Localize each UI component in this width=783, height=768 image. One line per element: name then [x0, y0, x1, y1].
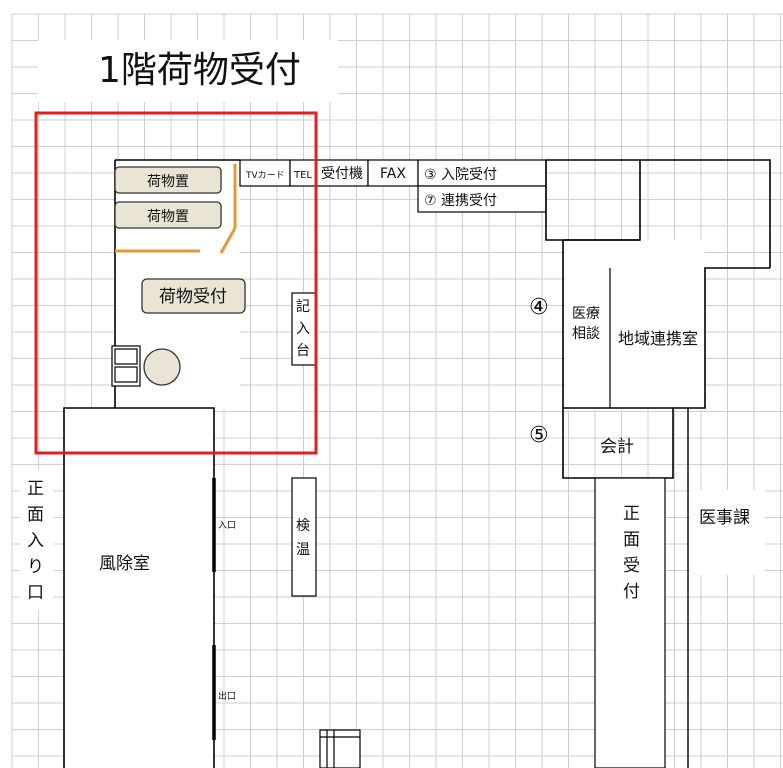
cabinet-slot-bottom: [114, 366, 138, 383]
tel-box: [289, 159, 317, 187]
reception-machine-label: 受付機: [321, 166, 363, 182]
temperature-check-char-2: 温: [296, 542, 310, 558]
front-reception-char-1: 正: [623, 504, 640, 524]
front-reception-char-3: 受: [623, 556, 640, 576]
regional-liaison-room-label: 地域連携室: [618, 329, 698, 348]
admission-reception-label: ③ 入院受付: [424, 167, 497, 183]
windbreak-room-wall: [63, 407, 215, 768]
front-reception-char-2: 面: [623, 530, 640, 550]
tel-label: TEL: [293, 170, 312, 181]
baggage-reception-counter: [141, 278, 246, 314]
fax-label: FAX: [380, 166, 406, 182]
fax-box: [367, 159, 419, 187]
writing-table-char-1: 記: [296, 298, 310, 315]
main-entrance-char-2: 面: [27, 505, 44, 525]
windbreak-room-label: 風除室: [99, 554, 150, 574]
main-entrance-char-3: 入: [27, 531, 44, 551]
temperature-check-char-1: 検: [296, 518, 310, 534]
front-reception-counter: [594, 477, 666, 768]
accounting-box: [562, 240, 674, 479]
baggage-shelf-2: [114, 201, 222, 229]
title-area: [38, 40, 338, 102]
baggage-reception-label: 荷物受付: [159, 287, 227, 307]
tv-card-label: TVカード: [245, 170, 285, 181]
right-block-floor: [565, 240, 705, 410]
temperature-check-box: [291, 477, 317, 597]
regional-room-wall: [673, 267, 770, 409]
windbreak-room-floor: [64, 408, 214, 768]
liaison-reception-label: ⑦ 連携受付: [424, 193, 497, 209]
writing-table-char-2: 入: [296, 321, 310, 337]
medical-affairs-bg: [690, 490, 765, 575]
right-upper-wall: [546, 159, 771, 268]
page-title: 1階荷物受付: [98, 50, 301, 91]
baggage-shelf-2-label: 荷物置: [147, 209, 189, 225]
medical-affairs-label: 医事課: [699, 508, 750, 528]
round-table: [143, 348, 181, 386]
baggage-shelf-1: [114, 166, 222, 194]
marker-5: ⑤: [529, 423, 549, 448]
baggage-shelf-1-label: 荷物置: [147, 174, 189, 190]
writing-table-char-3: 台: [296, 343, 310, 359]
liaison-reception-box: [417, 185, 547, 213]
accounting-label: 会計: [600, 437, 634, 457]
entrance-label-bg: [20, 470, 54, 610]
orange-rail-diagonal: [219, 227, 237, 254]
medical-consultation-line-2: 相談: [572, 326, 600, 342]
front-reception-char-4: 付: [623, 582, 640, 602]
reception-machine-box: [315, 159, 369, 187]
main-entrance-char-1: 正: [27, 479, 44, 499]
medical-consultation-line-1: 医療: [572, 305, 600, 322]
tv-card-box: [239, 159, 291, 187]
baggage-reception-highlight-frame: [34, 111, 318, 455]
main-entrance-char-5: 口: [27, 583, 44, 603]
cabinet-slot-top: [114, 348, 138, 365]
main-entrance-char-4: り: [27, 557, 44, 577]
exit-label: 出口: [218, 690, 236, 702]
entrance-label: 入口: [218, 520, 236, 531]
bottom-gate: [319, 729, 361, 768]
marker-4: ④: [529, 295, 549, 320]
